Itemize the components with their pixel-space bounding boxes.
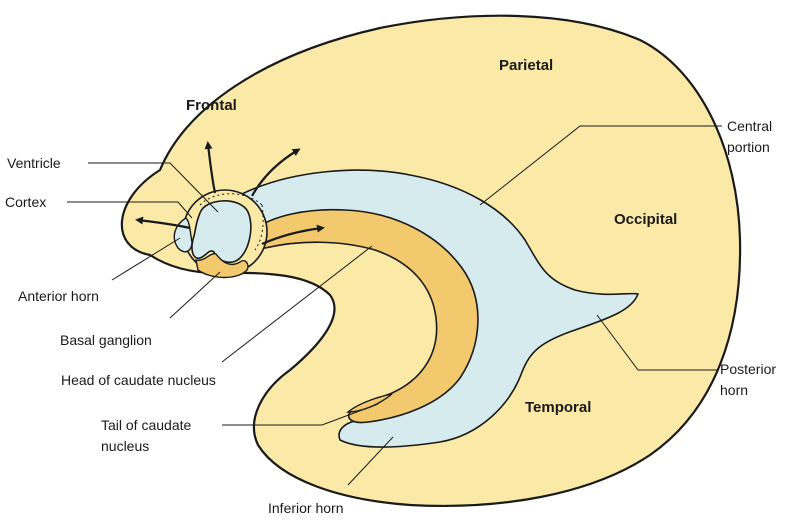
- label-anterior-horn: Anterior horn: [18, 288, 99, 304]
- label-inferior-horn: Inferior horn: [268, 500, 343, 516]
- label-tail-of-caudate-line1: Tail of caudate: [101, 417, 191, 433]
- label-ventricle: Ventricle: [7, 155, 61, 171]
- label-central-portion-line1: Central: [727, 118, 772, 134]
- region-label-parietal: Parietal: [499, 57, 553, 74]
- label-head-of-caudate-nucleus: Head of caudate nucleus: [61, 372, 216, 388]
- region-label-frontal: Frontal: [186, 97, 237, 114]
- label-posterior-horn-line1: Posterior: [720, 361, 776, 377]
- label-central-portion-line2: portion: [727, 139, 770, 155]
- label-basal-ganglion: Basal ganglion: [60, 332, 152, 348]
- label-tail-of-caudate-line2: nucleus: [101, 438, 149, 454]
- region-label-occipital: Occipital: [614, 211, 677, 228]
- leader-basal-ganglion: [170, 272, 220, 318]
- region-label-temporal: Temporal: [525, 399, 591, 416]
- label-cortex: Cortex: [5, 194, 46, 210]
- ventricle-cross-section: [192, 201, 251, 262]
- label-posterior-horn-line2: horn: [720, 382, 748, 398]
